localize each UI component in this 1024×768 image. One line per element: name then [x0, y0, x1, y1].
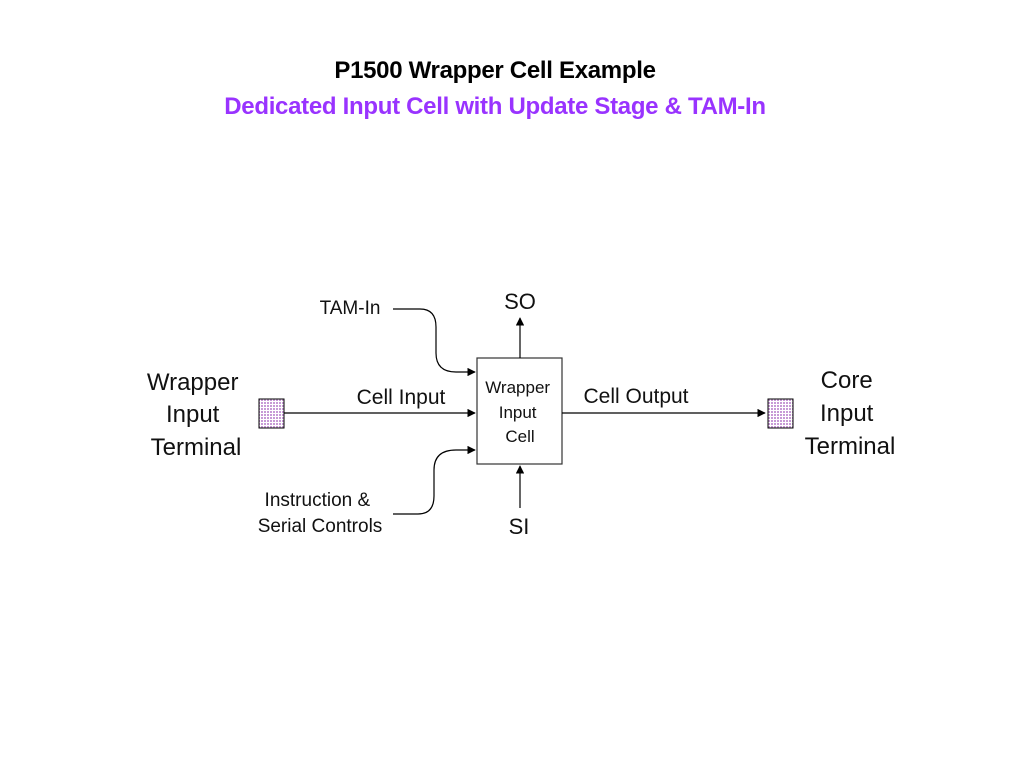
slide-subtitle: Dedicated Input Cell with Update Stage &…	[224, 93, 766, 120]
tam-in-arrow	[393, 308, 476, 377]
cell-output-label: Cell Output	[583, 385, 688, 408]
wrapper-input-terminal-label: Wrapper Input Terminal	[147, 369, 245, 461]
wrapper-input-terminal	[258, 398, 285, 429]
core-input-terminal	[767, 398, 794, 429]
core-input-terminal-label: Core Input Terminal	[805, 367, 896, 460]
cell-input-label: Cell Input	[357, 386, 446, 409]
wrapper-input-cell-box	[476, 357, 563, 465]
instruction-label: Instruction & Serial Controls	[258, 490, 383, 537]
tam-in-label: TAM-In	[320, 298, 381, 319]
si-label: SI	[509, 514, 530, 539]
wrapper-input-cell-label: Wrapper Input Cell	[485, 378, 555, 446]
instruction-arrow	[393, 445, 476, 515]
slide-title: P1500 Wrapper Cell Example	[334, 57, 656, 84]
so-label: SO	[504, 289, 536, 314]
